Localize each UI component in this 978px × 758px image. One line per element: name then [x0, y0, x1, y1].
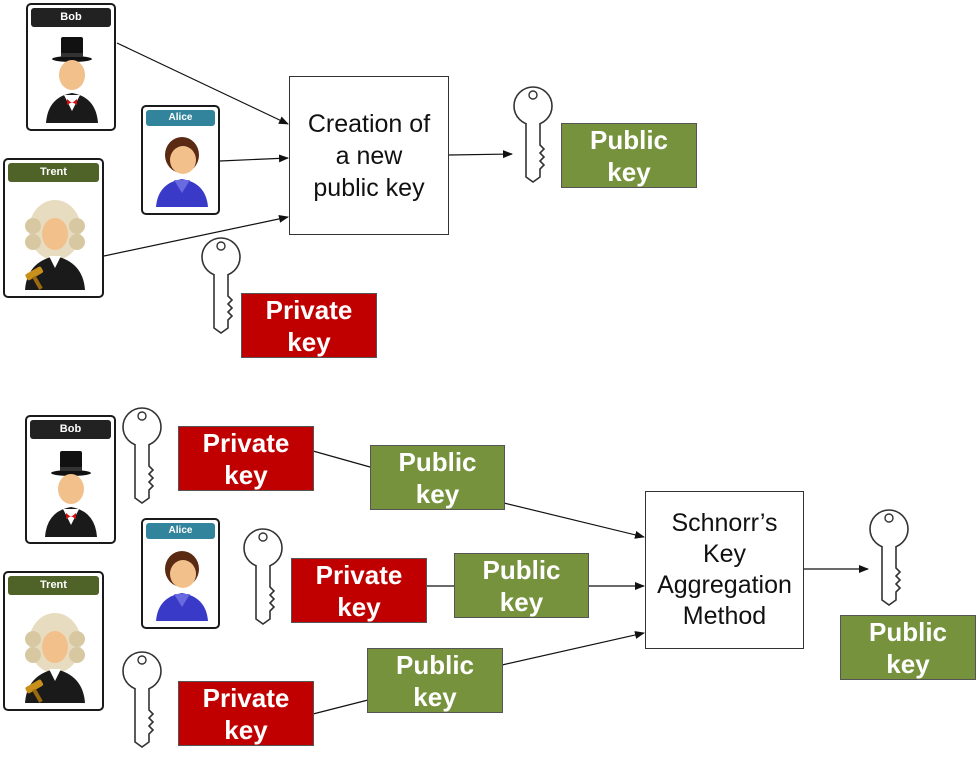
alice-private-key-icon: [243, 528, 283, 625]
aggregated-public-key-label: Public key: [840, 615, 976, 680]
alice-avatar-icon: [156, 137, 208, 207]
bob-private-key-icon: [122, 407, 162, 504]
alice-avatar-icon: [156, 551, 208, 621]
schnorr-box-line-1: Schnorr’s: [671, 509, 778, 537]
alice-card-bottom: Alice: [141, 518, 220, 629]
trent-judge-avatar-icon: [25, 613, 85, 703]
bob-caption-bottom: Bob: [30, 420, 111, 439]
line-private3-to-public3: [312, 699, 369, 715]
bob-caption: Bob: [31, 8, 111, 27]
schnorr-key-aggregation-box: Schnorr’s Key Aggregation Method: [645, 491, 804, 649]
bob-avatar-icon: [45, 451, 97, 537]
bob-private-key-label: Private key: [178, 426, 314, 491]
bob-avatar-icon: [46, 37, 98, 123]
trent-caption: Trent: [8, 163, 99, 182]
schnorr-box-line-2: Key: [702, 540, 747, 568]
public-key-icon: [513, 86, 553, 183]
aggregated-public-key-icon: [869, 509, 909, 606]
creation-box-line-2: a new: [335, 141, 403, 170]
alice-public-key-label: Public key: [454, 553, 589, 618]
bob-public-key-label: Public key: [370, 445, 505, 510]
bob-card: Bob: [26, 3, 116, 131]
arrow-public1-to-schnorr: [503, 502, 645, 539]
trent-private-key-icon: [122, 651, 162, 748]
private-key-icon: [201, 237, 241, 334]
trent-card-bottom: Trent: [3, 571, 104, 711]
alice-caption: Alice: [146, 110, 215, 126]
arrow-alice-to-creation: [219, 154, 289, 163]
creation-of-public-key-box: Creation of a new public key: [289, 76, 449, 235]
trent-public-key-label: Public key: [367, 648, 503, 713]
bob-card-bottom: Bob: [25, 415, 116, 544]
alice-card: Alice: [141, 105, 220, 215]
arrow-public3-to-schnorr: [501, 631, 645, 666]
schnorr-box-line-4: Method: [682, 602, 767, 630]
arrow-trent-to-creation: [103, 214, 289, 257]
alice-private-key-label: Private key: [291, 558, 427, 623]
line-private1-to-public1: [312, 450, 371, 468]
creation-box-line-1: Creation of: [307, 109, 431, 138]
private-key-label: Private key: [241, 293, 377, 358]
trent-caption-bottom: Trent: [8, 576, 99, 595]
arrow-creation-to-public-key: [448, 150, 513, 159]
public-key-label: Public key: [561, 123, 697, 188]
alice-caption-bottom: Alice: [146, 523, 215, 539]
arrow-bob-to-creation: [116, 42, 289, 125]
trent-card: Trent: [3, 158, 104, 298]
schnorr-box-line-3: Aggregation: [657, 571, 792, 599]
trent-private-key-label: Private key: [178, 681, 314, 746]
creation-box-line-3: public key: [313, 173, 425, 202]
trent-judge-avatar-icon: [25, 200, 85, 290]
